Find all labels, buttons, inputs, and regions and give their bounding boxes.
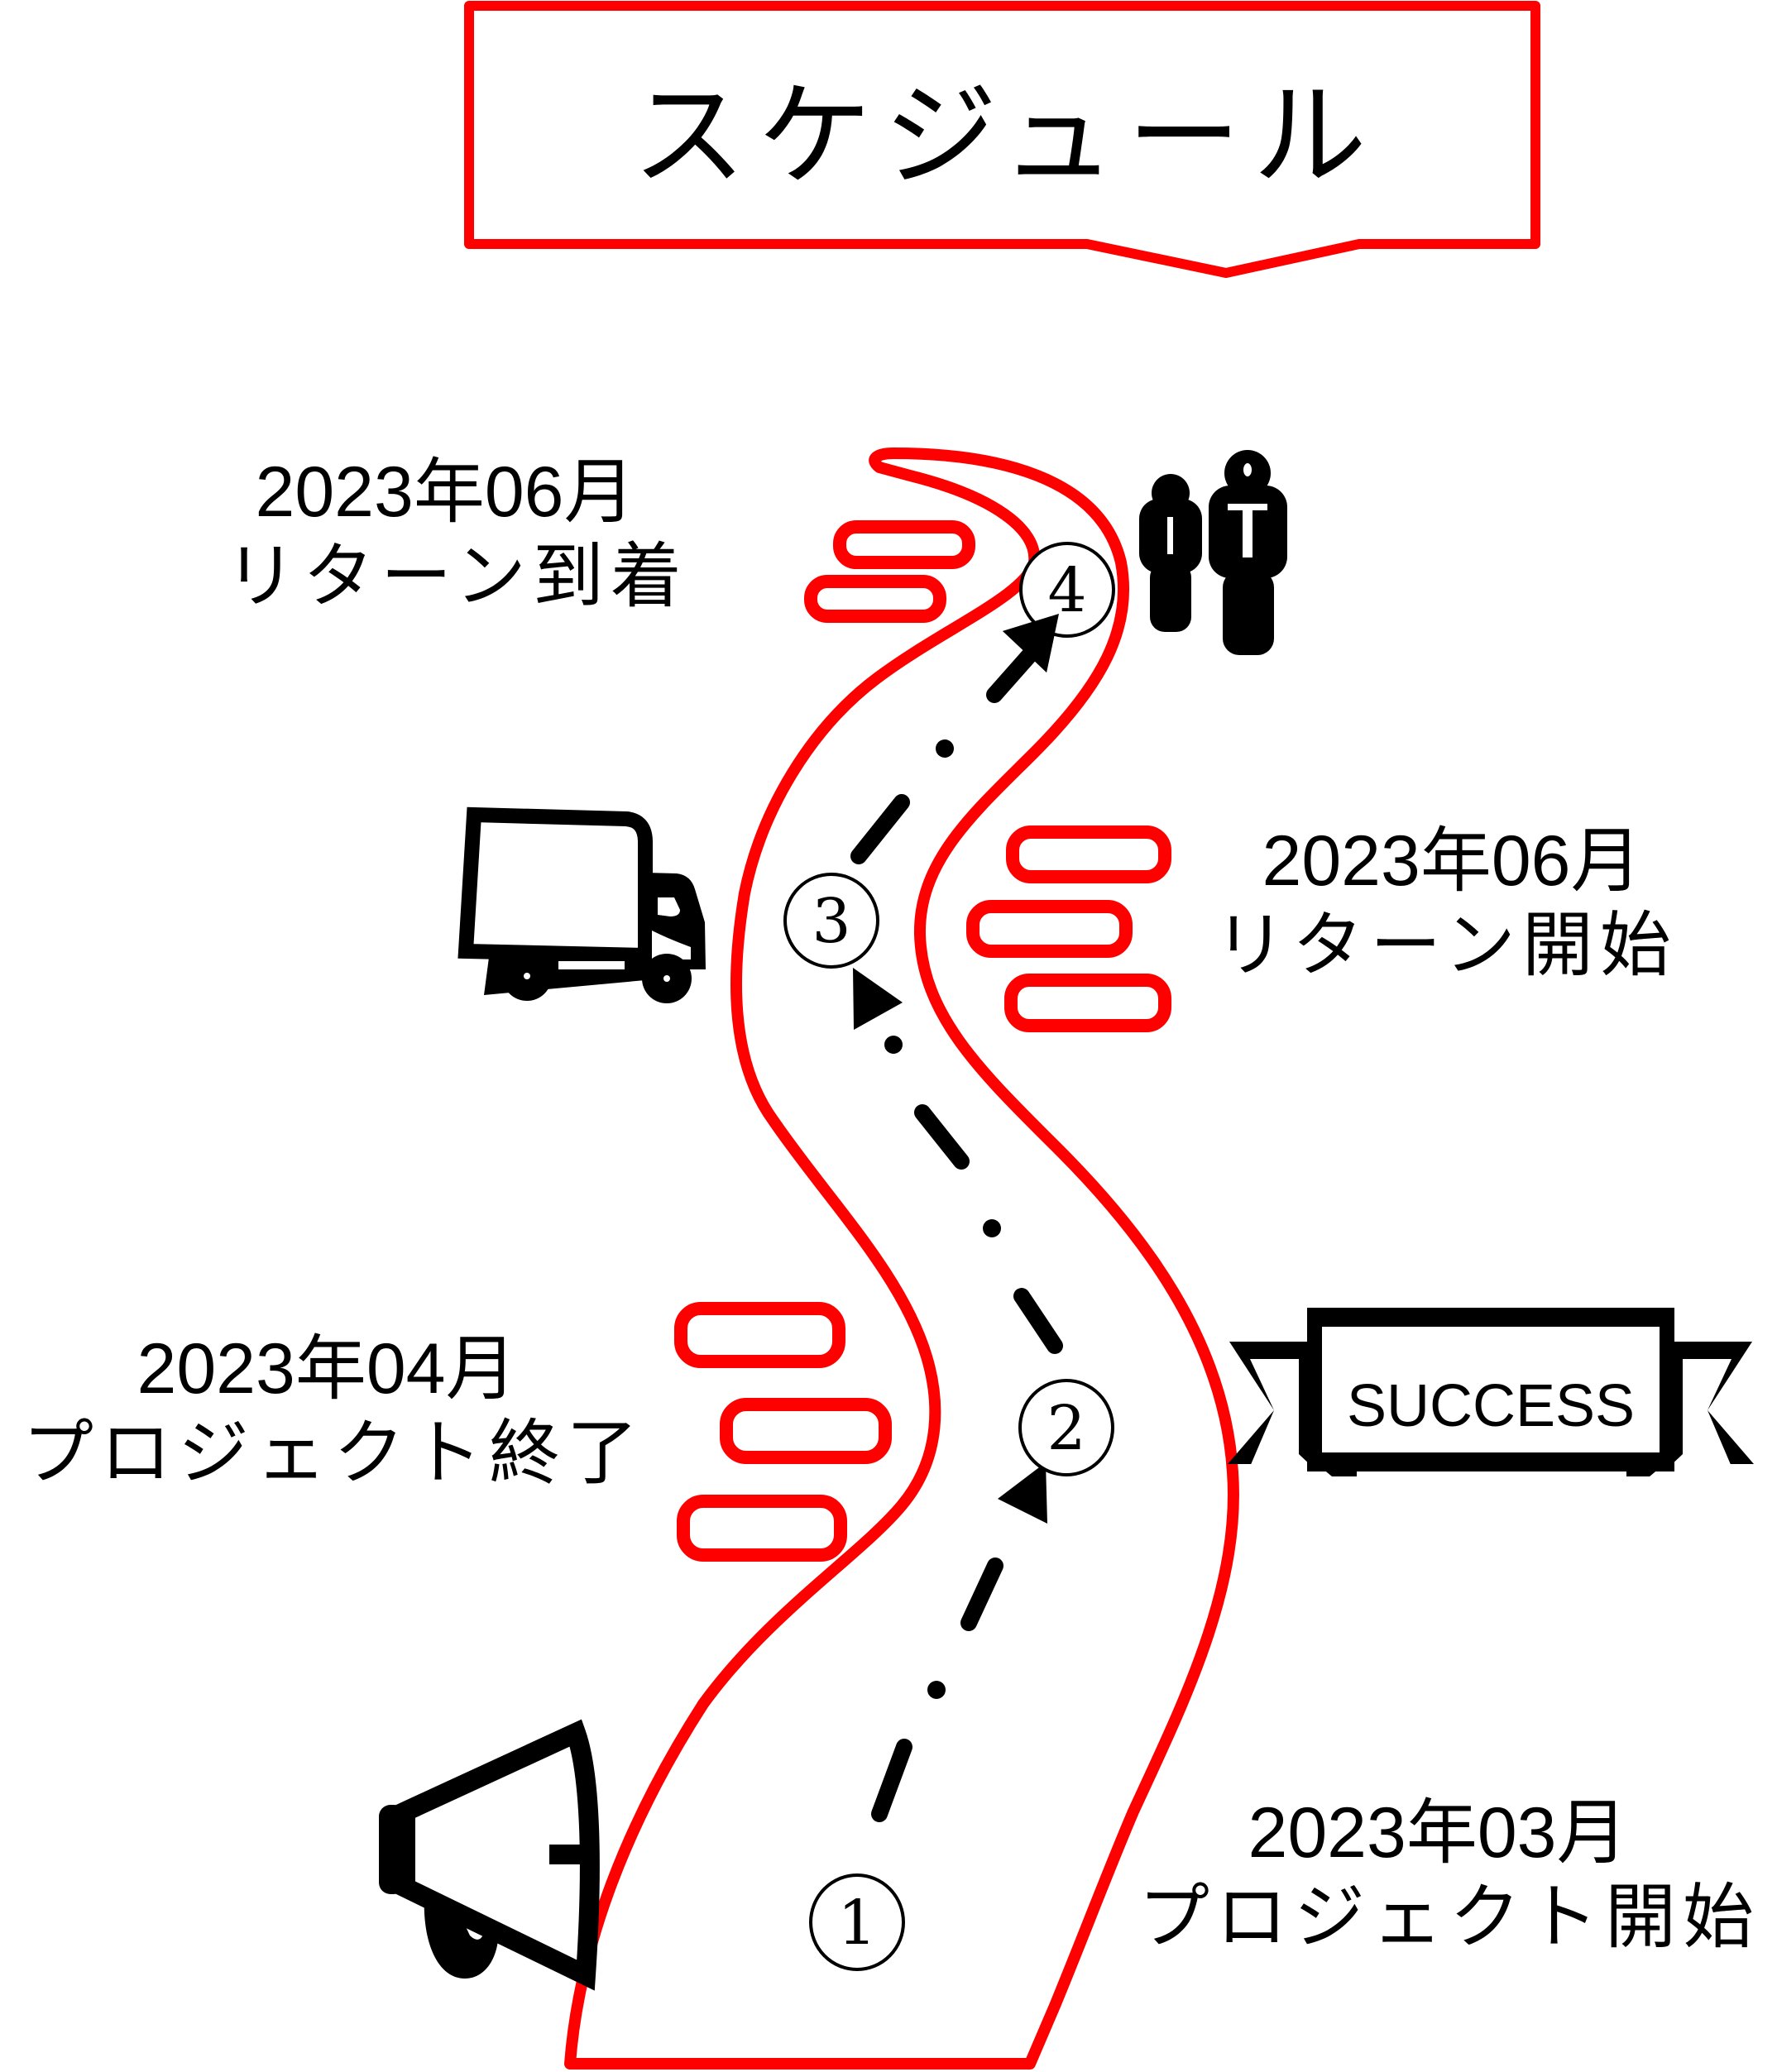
milestone-marker-1: 1 xyxy=(809,1873,905,1971)
milestone-event: プロジェクト開始 xyxy=(1138,1878,1760,1957)
lane-marker xyxy=(804,575,946,623)
milestone-marker-2: 2 xyxy=(1018,1379,1114,1476)
milestone-event: プロジェクト終了 xyxy=(22,1414,644,1493)
route-dash xyxy=(871,1739,912,1822)
milestone-date: 2023年06月 xyxy=(1262,821,1642,901)
milestone-event: リターン到着 xyxy=(225,537,688,616)
milestone-label-1: 2023年03月 プロジェクト開始 xyxy=(1138,1793,1760,1957)
route-dash xyxy=(850,794,910,864)
people-icon xyxy=(1139,450,1287,655)
lane-marker xyxy=(720,1398,892,1464)
winding-road xyxy=(564,447,1239,2070)
milestone-marker-3: 3 xyxy=(783,873,879,969)
lane-marker xyxy=(1004,974,1171,1032)
success-banner-text: SUCCESS xyxy=(1347,1373,1635,1439)
milestone-event: リターン開始 xyxy=(1214,906,1678,985)
route-arrowhead xyxy=(1003,614,1059,672)
svg-text:3: 3 xyxy=(812,886,850,957)
milestone-label-2: 2023年04月 プロジェクト終了 xyxy=(22,1329,644,1493)
milestone-label-4: 2023年06月 リターン到着 xyxy=(225,452,688,616)
svg-text:4: 4 xyxy=(1047,555,1086,626)
lane-markers xyxy=(674,520,1171,1562)
route-dot xyxy=(983,1219,1001,1237)
milestone-markers: 1 2 3 4 xyxy=(783,542,1115,1971)
title-callout: スケジュール xyxy=(464,1,1540,278)
route-arrowhead xyxy=(998,1462,1047,1524)
route-dash xyxy=(1013,1288,1063,1354)
svg-text:1: 1 xyxy=(837,1888,876,1959)
route-path xyxy=(850,614,1063,1822)
lane-marker xyxy=(1006,825,1171,883)
title-callout-frame xyxy=(464,1,1540,278)
milestone-date: 2023年03月 xyxy=(1248,1793,1628,1873)
lane-marker xyxy=(677,1495,847,1562)
page-title: スケジュール xyxy=(632,69,1378,203)
milestone-label-3: 2023年06月 リターン開始 xyxy=(1214,821,1678,985)
svg-text:2: 2 xyxy=(1047,1393,1085,1464)
lane-marker xyxy=(833,520,975,569)
route-arrowhead xyxy=(853,968,903,1030)
route-dash xyxy=(914,1104,970,1170)
milestone-marker-4: 4 xyxy=(1019,542,1115,638)
milestone-date: 2023年04月 xyxy=(137,1329,517,1409)
success-banner-icon: SUCCESS xyxy=(1228,1308,1754,1476)
delivery-truck-icon xyxy=(457,806,706,1003)
lane-marker xyxy=(674,1302,845,1368)
lane-marker xyxy=(966,900,1133,958)
milestone-date: 2023年06月 xyxy=(256,452,635,532)
route-dot xyxy=(884,1036,903,1054)
megaphone-icon xyxy=(379,1719,600,1991)
route-dot xyxy=(927,1681,946,1699)
route-dash xyxy=(960,1558,1003,1631)
route-dash xyxy=(986,644,1041,703)
route-dot xyxy=(936,739,954,758)
